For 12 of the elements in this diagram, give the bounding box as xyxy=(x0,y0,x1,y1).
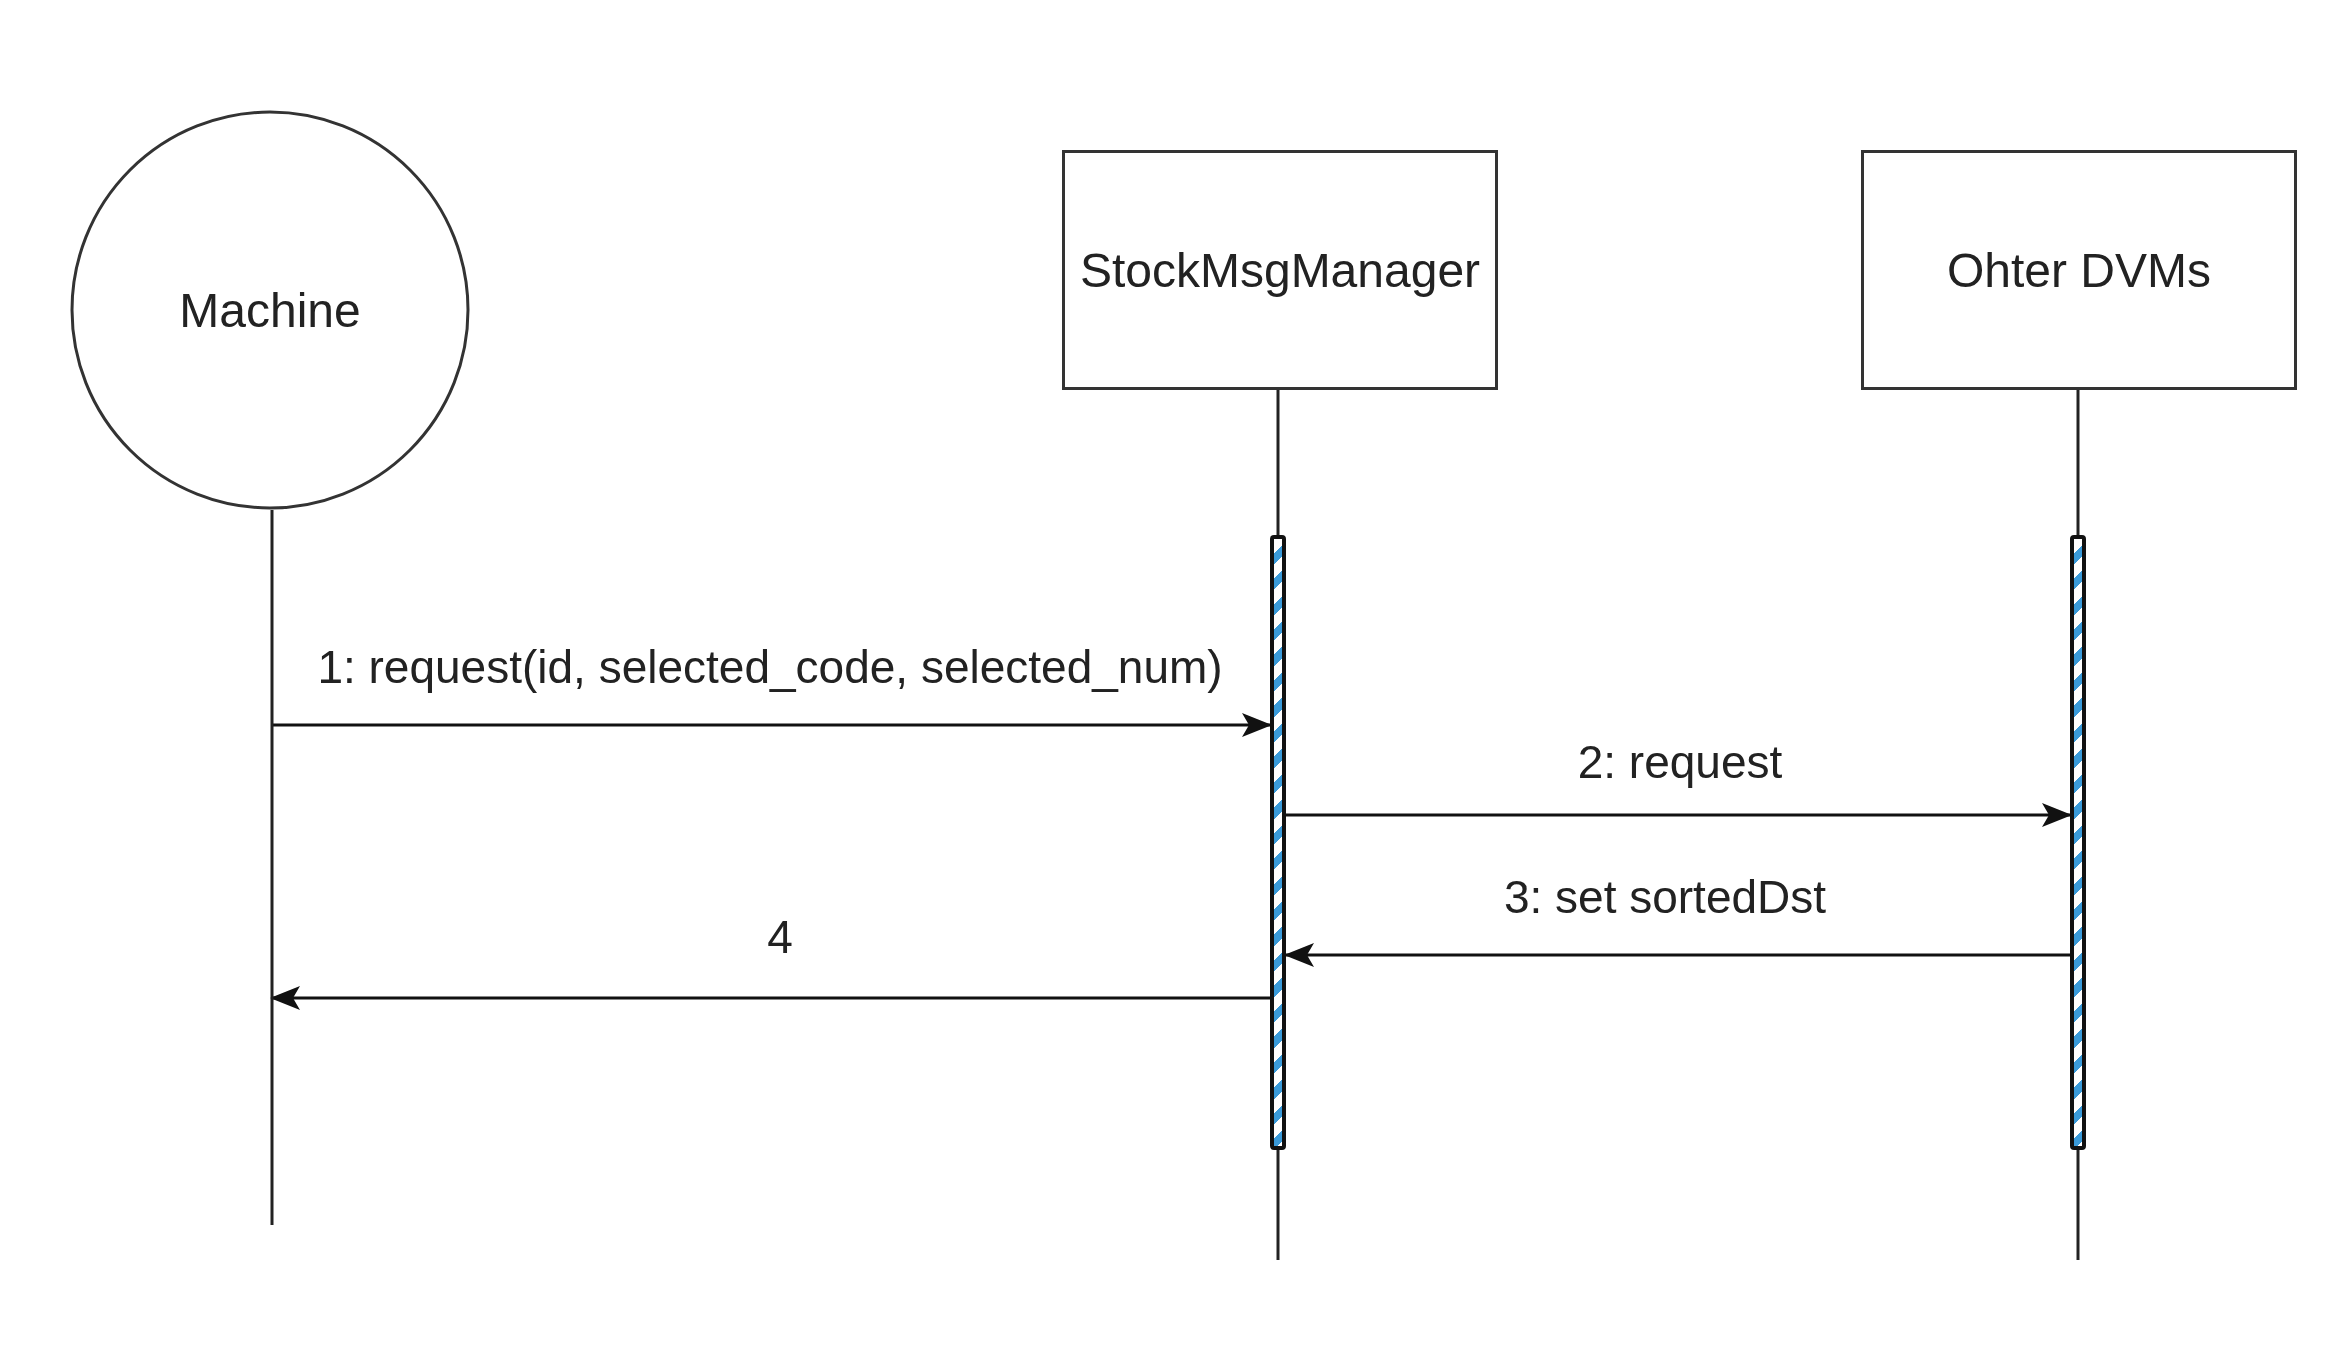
lifeline-box: Ohter DVMs xyxy=(1861,150,2297,390)
lifeline xyxy=(2076,390,2080,535)
lifeline xyxy=(1276,390,1280,535)
lifeline xyxy=(1276,1150,1280,1260)
actor-label: Machine xyxy=(179,282,361,338)
activation-bar xyxy=(2070,535,2086,1150)
activation-bar xyxy=(1270,535,1286,1150)
lifeline xyxy=(2076,1150,2080,1260)
lifeline-box: StockMsgManager xyxy=(1062,150,1498,390)
message-arrow xyxy=(272,713,1272,737)
message-arrow xyxy=(1284,943,2070,967)
message-arrow xyxy=(1286,803,2072,827)
